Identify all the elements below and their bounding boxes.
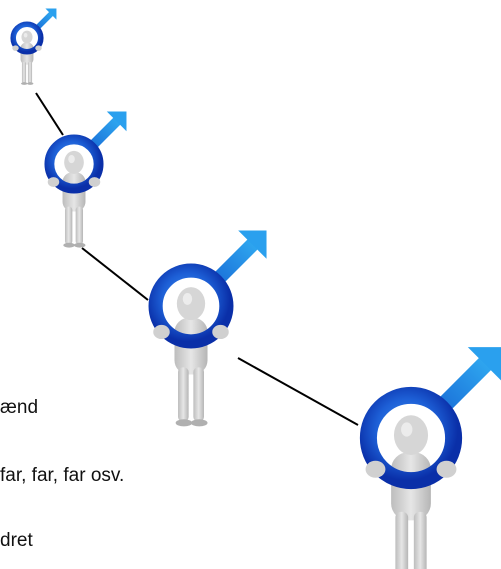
male-symbol-figure-icon bbox=[366, 347, 501, 569]
caption-line-2: far, far, far osv. bbox=[0, 465, 125, 486]
male-symbol-figure-icon bbox=[48, 112, 127, 248]
male-symbol-figure-icon bbox=[12, 9, 56, 85]
connector-lines bbox=[35, 92, 359, 426]
caption-line-1: ænd bbox=[0, 397, 39, 418]
caption-line-3: dret bbox=[0, 530, 33, 551]
male-symbol-figure-icon bbox=[153, 230, 266, 426]
